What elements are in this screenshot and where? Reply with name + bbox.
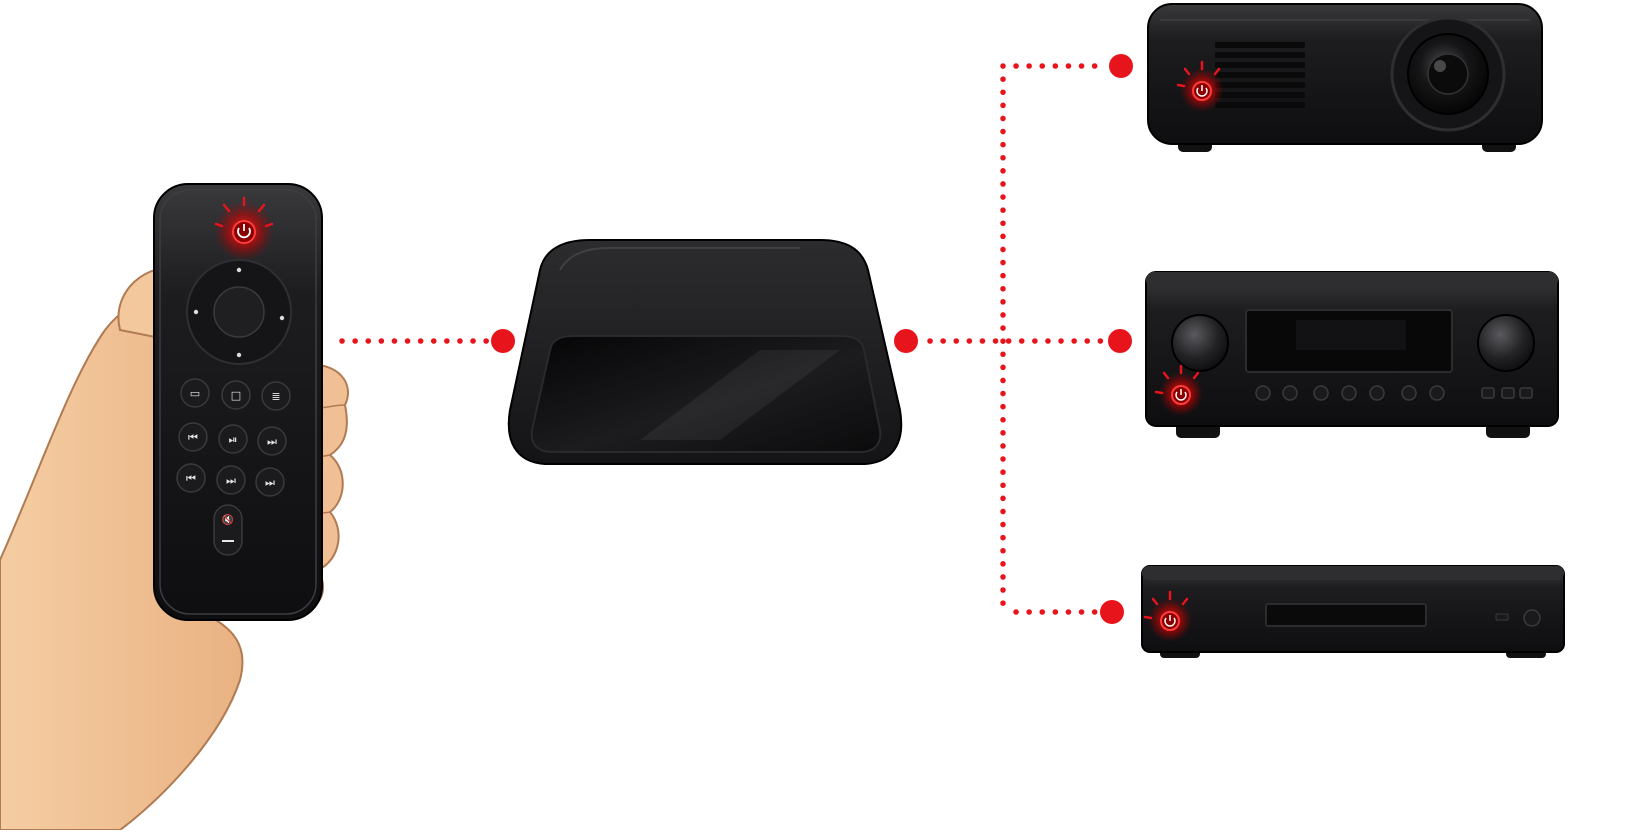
- projector-icon: [1147, 3, 1543, 152]
- connector-dot: [894, 329, 918, 353]
- svg-text:□: □: [231, 389, 241, 402]
- svg-text:⏮: ⏮: [186, 472, 196, 485]
- link-remote-to-hub: [339, 329, 515, 353]
- connector-dot: [491, 329, 515, 353]
- power-indicator-player: [1143, 590, 1192, 642]
- ir-hub-icon: [507, 239, 903, 465]
- power-indicator-receiver: [1154, 364, 1203, 416]
- link-hub-to-devices: [894, 54, 1133, 624]
- av-receiver-icon: [1145, 271, 1559, 438]
- svg-text:🔇: 🔇: [222, 513, 234, 526]
- svg-text:⏯: ⏯: [229, 433, 238, 446]
- svg-text:⏭: ⏭: [267, 435, 277, 448]
- svg-text:⏮: ⏮: [188, 431, 198, 444]
- svg-text:▭: ▭: [190, 387, 200, 400]
- disc-player-icon: [1141, 565, 1565, 658]
- remote-control-icon: ▭ □ ≣ ⏮ ⏯ ⏭ ⏮ ⏭ ⏭ 🔇: [153, 183, 323, 621]
- svg-text:⏭: ⏭: [226, 474, 236, 487]
- power-indicator-remote: [214, 196, 274, 261]
- power-indicator-projector: [1176, 60, 1224, 112]
- connector-dot: [1100, 600, 1124, 624]
- svg-text:≣: ≣: [271, 390, 280, 403]
- connector-dot: [1108, 329, 1132, 353]
- connector-dot: [1109, 54, 1133, 78]
- svg-text:⏭: ⏭: [265, 476, 275, 489]
